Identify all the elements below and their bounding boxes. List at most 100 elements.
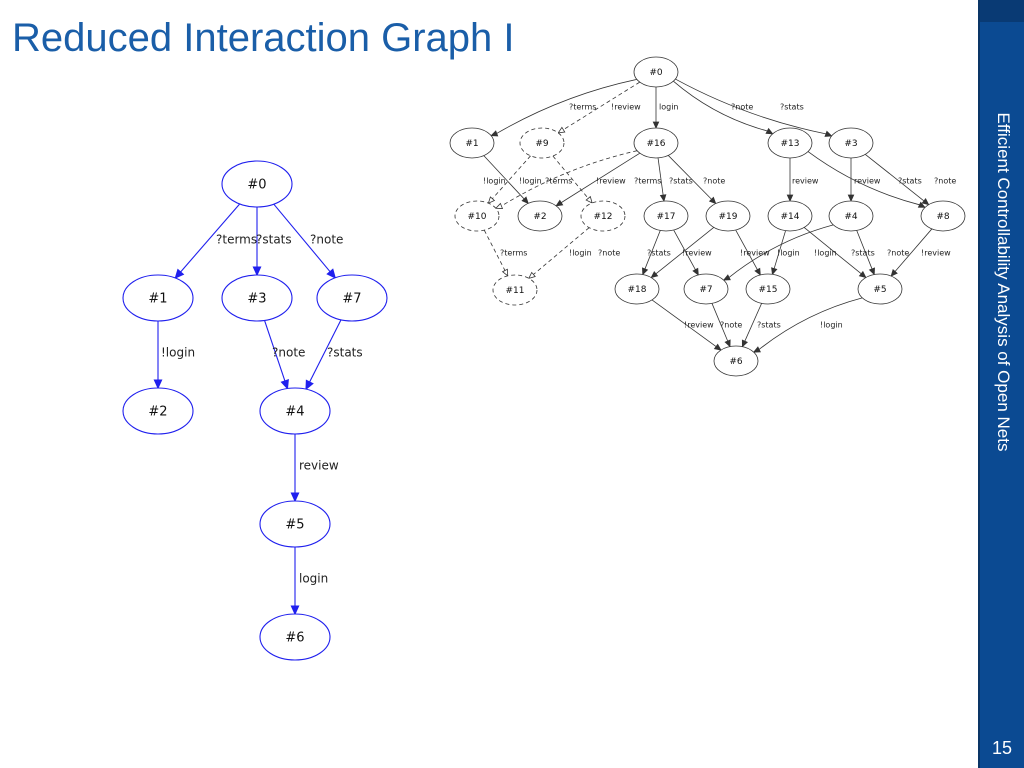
full-edge-label-n19-n18: ?stats <box>647 249 671 258</box>
reduced-edge-label-n4-n5: review <box>299 459 339 473</box>
full-node-n17: #17 <box>643 200 689 232</box>
full-arrowhead-n17-n7 <box>692 267 699 276</box>
sidebar-title: Efficient Controllability Analysis of Op… <box>994 112 1013 452</box>
full-node-n9: #9 <box>519 127 565 159</box>
full-node-label-n4: #4 <box>844 212 858 222</box>
full-edge-label-n0-n3: ?stats <box>780 103 804 112</box>
full-edge-label-n0-n9: !review <box>611 103 641 112</box>
reduced-node-n1: #1 <box>122 274 194 322</box>
full-arrowhead-n0-n9 <box>557 126 566 134</box>
full-node-label-n2: #2 <box>533 212 546 222</box>
full-edge-n0-n9 <box>563 81 640 131</box>
full-edge-label-n5-n6: !login <box>820 321 843 330</box>
full-node-label-n10: #10 <box>468 212 487 222</box>
reduced-node-label-n0: #0 <box>247 178 266 193</box>
reduced-edge-label-n5-n6: login <box>299 572 328 586</box>
page-number: 15 <box>991 738 1013 758</box>
full-edge-label-n0-n16: login <box>659 103 679 112</box>
full-arrowhead-n1-n2 <box>521 196 529 205</box>
full-edge-label-n16-n2: ?terms <box>634 177 661 186</box>
full-node-shape-n1 <box>449 127 495 159</box>
full-node-label-n13: #13 <box>781 139 800 149</box>
reduced-node-n5: #5 <box>259 500 331 548</box>
full-edge-label-n16-n17: ?stats <box>669 177 693 186</box>
full-edge-n9-n12 <box>552 155 589 199</box>
full-node-n0: #0 <box>633 56 679 88</box>
full-node-label-n18: #18 <box>628 285 647 295</box>
full-node-label-n1: #1 <box>465 139 478 149</box>
full-edge-n3-n8 <box>865 154 925 202</box>
full-node-n2: #2 <box>517 200 563 232</box>
full-edge-label-n0-n13: ?note <box>731 103 753 112</box>
full-edge-label-n17-n7: !review <box>682 249 712 258</box>
full-arrowhead-n16-n19 <box>708 196 717 205</box>
full-edge-n13-n8 <box>807 151 920 206</box>
full-arrowhead-n7-n6 <box>724 339 731 348</box>
full-arrowhead-n5-n6 <box>752 346 761 353</box>
full-edge-n0-n1 <box>496 78 637 134</box>
reduced-node-shape-n2 <box>122 387 194 435</box>
full-node-n16: #16 <box>633 127 679 159</box>
full-edge-n0-n13 <box>673 80 768 132</box>
full-node-label-n15: #15 <box>759 285 778 295</box>
reduced-arrowhead-n0-n1 <box>174 268 185 280</box>
full-edge-label-n14-n5: ?note <box>887 249 909 258</box>
reduced-edge-label-n7-n4: ?stats <box>327 346 363 360</box>
full-edge-label-n4-n7: !login <box>814 249 837 258</box>
full-edge-label-n3-n4: review <box>854 177 881 186</box>
full-node-shape-n15 <box>745 273 791 305</box>
full-edge-label-n7-n6: ?note <box>720 321 742 330</box>
full-edge-label-n14-n15: !login <box>777 249 800 258</box>
reduced-edge-label-n1-n2: !login <box>161 346 195 360</box>
full-arrowhead-n4-n5 <box>868 267 875 276</box>
full-node-n12: #12 <box>580 200 626 232</box>
full-node-shape-n8 <box>920 200 966 232</box>
reduced-arrowhead-n5-n6 <box>290 605 300 616</box>
full-edge-label-n3-n8: ?note <box>934 177 956 186</box>
reduced-arrowhead-n4-n5 <box>290 492 300 503</box>
reduced-arrowhead-n3-n4 <box>280 379 289 390</box>
full-edge-label-n15-n6: ?stats <box>757 321 781 330</box>
full-edge-label-n13-n14: review <box>792 177 819 186</box>
reduced-edge-n0-n1 <box>180 203 241 273</box>
full-edge-label-n17-n18: ?note <box>598 249 620 258</box>
full-node-shape-n17 <box>643 200 689 232</box>
full-edge-n4-n7 <box>728 224 834 278</box>
full-node-shape-n3 <box>828 127 874 159</box>
full-node-n11: #11 <box>492 274 538 306</box>
full-arrowhead-n18-n6 <box>713 343 722 351</box>
reduced-edge-n0-n7 <box>273 203 331 273</box>
full-node-n3: #3 <box>828 127 874 159</box>
full-arrowhead-n12-n11 <box>528 271 536 279</box>
reduced-node-n3: #3 <box>221 274 293 322</box>
full-arrowhead-n13-n8 <box>917 201 926 208</box>
full-arrowhead-n9-n10 <box>487 196 496 204</box>
full-node-label-n5: #5 <box>873 285 886 295</box>
full-node-shape-n2 <box>517 200 563 232</box>
full-edge-n12-n11 <box>533 227 590 275</box>
full-node-label-n8: #8 <box>936 212 950 222</box>
full-edge-n19-n18 <box>655 227 715 275</box>
sidebar: Efficient Controllability Analysis of Op… <box>978 0 1024 768</box>
reduced-edge-label-n0-n3: ?stats <box>256 233 292 247</box>
full-edge-n19-n15 <box>735 229 758 270</box>
full-node-n7: #7 <box>683 273 729 305</box>
full-arrowhead-n13-n14 <box>786 194 794 202</box>
reduced-node-label-n7: #7 <box>342 292 361 307</box>
full-node-n6: #6 <box>713 345 759 377</box>
full-node-label-n11: #11 <box>506 286 525 296</box>
slide-title: Reduced Interaction Graph I <box>12 16 515 60</box>
reduced-node-shape-n5 <box>259 500 331 548</box>
full-arrowhead-n16-n2 <box>555 199 564 207</box>
full-node-shape-n12 <box>580 200 626 232</box>
full-node-shape-n9 <box>519 127 565 159</box>
full-edge-label-n13-n8: ?stats <box>898 177 922 186</box>
full-node-shape-n6 <box>713 345 759 377</box>
full-node-n15: #15 <box>745 273 791 305</box>
full-arrowhead-n19-n18 <box>650 270 659 279</box>
reduced-arrowhead-n7-n4 <box>305 379 314 391</box>
full-edge-n8-n5 <box>894 228 933 272</box>
full-node-label-n3: #3 <box>844 139 857 149</box>
reduced-node-label-n6: #6 <box>285 631 304 646</box>
full-arrowhead-n3-n4 <box>847 194 855 202</box>
